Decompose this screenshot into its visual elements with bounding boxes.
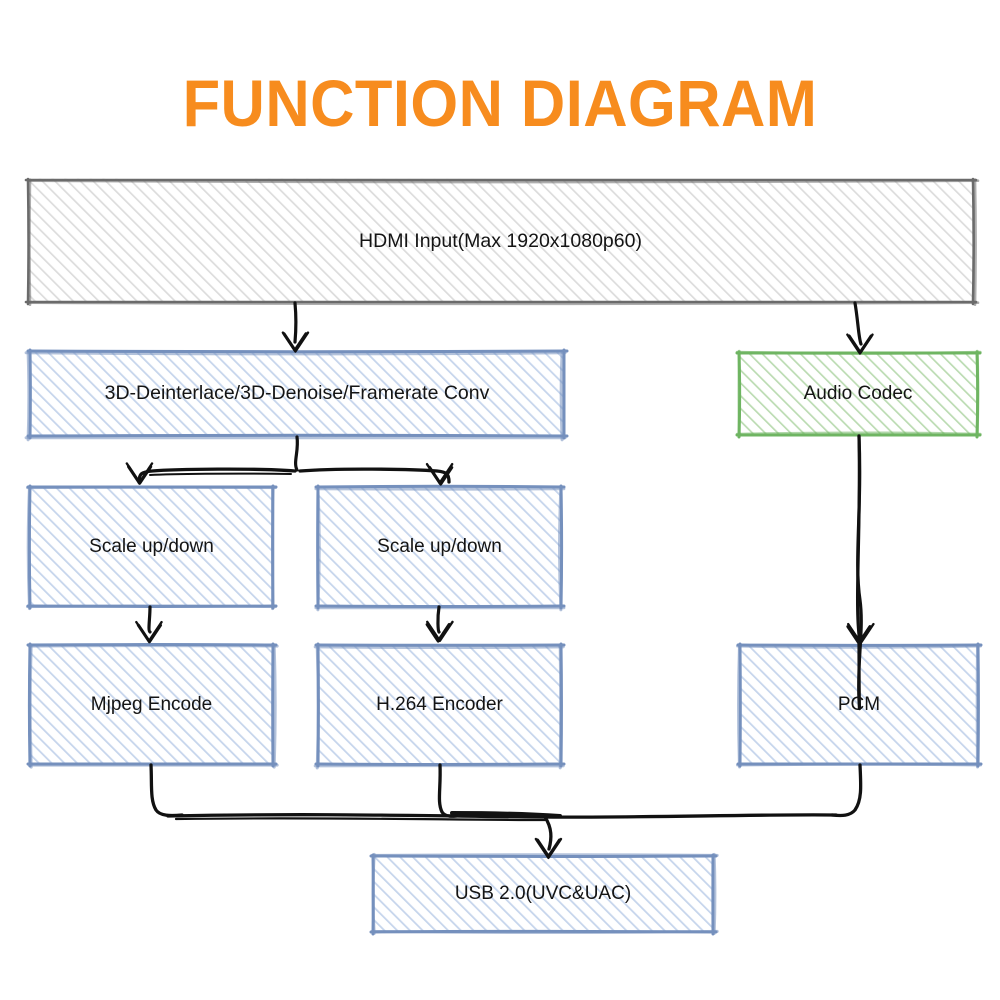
edge-audio-to-pcm-head xyxy=(847,622,875,645)
edge-video-to-scales-right xyxy=(298,467,451,484)
edge-hdmi-to-video xyxy=(293,301,298,344)
node-mjpeg-encode xyxy=(26,642,279,769)
edge-audio-to-pcm-head xyxy=(846,625,872,645)
edge-hdmi-to-video-head xyxy=(281,331,310,353)
edges-to-usb-drop xyxy=(543,815,553,851)
edges-to-usb-pcm xyxy=(830,763,863,818)
edges-to-usb-bus-2 xyxy=(174,817,547,822)
edge-video-to-scales-left-head xyxy=(125,462,154,484)
node-usb-output xyxy=(369,852,719,936)
edges-to-usb-h264 xyxy=(437,763,464,818)
edge-video-to-scales-left xyxy=(137,467,297,484)
edge-audio-to-pcm-2 xyxy=(855,434,862,636)
edge-video-to-scales-left-2 xyxy=(149,472,292,476)
edge-scale-right-to-h264 xyxy=(436,605,441,634)
node-hdmi-input xyxy=(24,177,980,306)
page-title: FUNCTION DIAGRAM xyxy=(182,66,818,140)
edge-hdmi-to-audio xyxy=(853,301,863,346)
edges-layer xyxy=(125,301,875,860)
edges-to-usb-mjpeg xyxy=(149,763,184,818)
edge-scale-right-to-h264-head xyxy=(425,622,451,643)
node-scale-right xyxy=(314,484,566,612)
edge-scale-left-to-mjpeg-head xyxy=(135,620,163,643)
node-video-pipeline xyxy=(24,348,569,442)
edges-to-usb-bus xyxy=(166,813,838,819)
edge-hdmi-to-audio-head xyxy=(846,333,874,355)
edges-to-usb-head xyxy=(534,837,563,860)
edge-video-to-scales-right-head xyxy=(425,462,454,485)
node-scale-left xyxy=(26,484,278,611)
node-audio-codec xyxy=(735,349,982,439)
edge-scale-right-to-h264-head xyxy=(426,620,454,642)
edges-to-usb-bus-3 xyxy=(450,811,562,818)
edge-scale-left-to-mjpeg xyxy=(147,605,152,634)
edge-video-to-scales xyxy=(293,435,300,472)
nodes-layer xyxy=(24,177,983,936)
node-h264-encoder xyxy=(313,642,566,770)
